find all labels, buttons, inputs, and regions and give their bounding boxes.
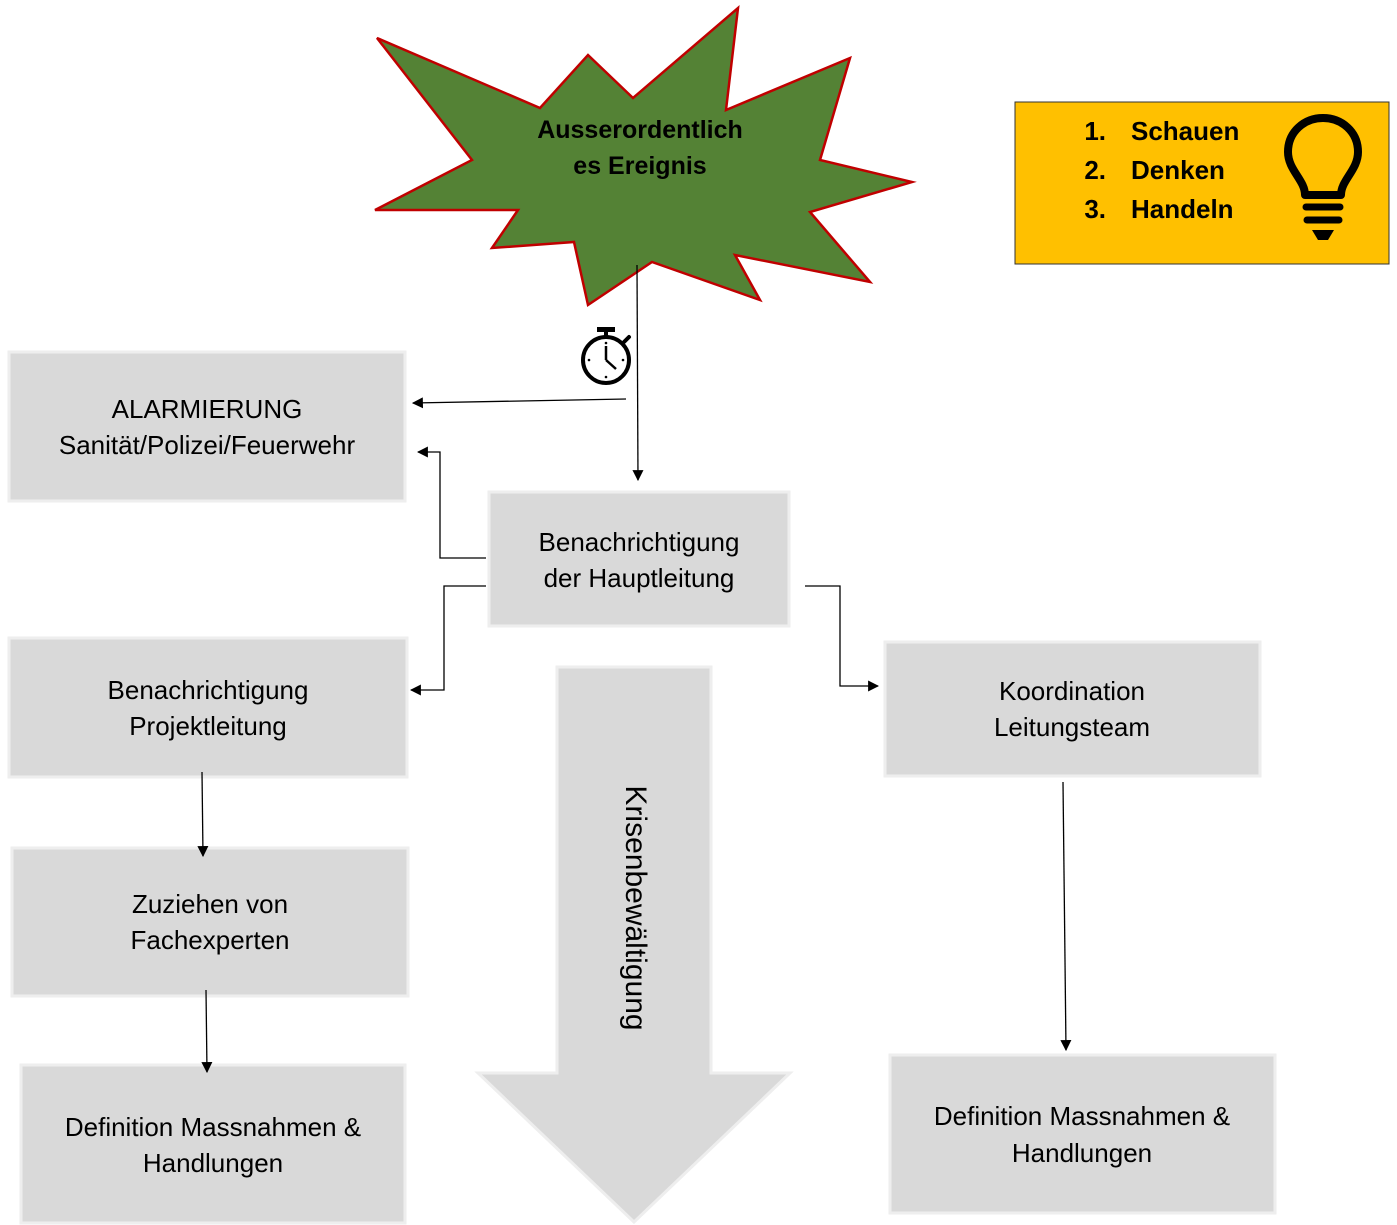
connector-event-to-main (632, 264, 644, 482)
connector-main-to-alarm (416, 446, 486, 559)
connectors (197, 264, 1072, 1074)
measures-left-box-line2: Handlungen (143, 1148, 283, 1178)
event-label-line2: es Ereignis (573, 152, 706, 180)
measures-right-box-line1: Definition Massnahmen & (934, 1101, 1230, 1131)
alarm-box-line2: Sanität/Polizei/Feuerwehr (59, 430, 356, 460)
project-notify-box: Benachrichtigung Projektleitung (7, 636, 409, 779)
tips-item-3-number: 3. (1084, 194, 1106, 224)
experts-box-line2: Fachexperten (131, 925, 290, 955)
coordination-box-line1: Koordination (999, 676, 1145, 706)
crisis-arrow: Krisenbewältigung (474, 665, 794, 1225)
connector-project-to-experts (197, 771, 209, 858)
tips-item-1-number: 1. (1084, 116, 1106, 146)
coordination-box-line2: Leitungsteam (994, 712, 1150, 742)
alarm-box: ALARMIERUNG Sanität/Polizei/Feuerwehr (7, 350, 407, 503)
lightbulb-icon (1284, 114, 1362, 240)
connector-main-to-coordination (805, 585, 880, 692)
event-label-line1: Ausserordentlich (537, 116, 743, 144)
measures-left-box-line1: Definition Massnahmen & (65, 1112, 361, 1142)
connector-coordination-to-measures (1060, 781, 1072, 1052)
tips-item-1-text: Schauen (1131, 116, 1239, 146)
measures-right-box: Definition Massnahmen & Handlungen (888, 1053, 1277, 1215)
event-star: Ausserordentlich es Ereignis (374, 4, 917, 308)
project-notify-box-line2: Projektleitung (129, 711, 287, 741)
main-notify-box: Benachrichtigung der Hauptleitung (487, 490, 791, 628)
main-notify-box-line1: Benachrichtigung (539, 527, 740, 557)
stopwatch-icon (581, 327, 631, 385)
project-notify-box-line1: Benachrichtigung (108, 675, 309, 705)
crisis-arrow-label: Krisenbewältigung (619, 785, 652, 1030)
tips-item-2-number: 2. (1084, 155, 1106, 185)
coordination-box: Koordination Leitungsteam (883, 640, 1262, 778)
measures-left-box: Definition Massnahmen & Handlungen (19, 1063, 407, 1225)
event-star-shape (374, 4, 917, 308)
main-notify-box-line2: der Hauptleitung (544, 563, 735, 593)
connector-main-to-project (409, 585, 486, 696)
connector-experts-to-measures (201, 989, 213, 1074)
alarm-box-line1: ALARMIERUNG (112, 394, 303, 424)
tips-item-3-text: Handeln (1131, 194, 1234, 224)
experts-box: Zuziehen von Fachexperten (10, 846, 410, 998)
connector-event-to-alarm (411, 397, 627, 409)
measures-right-box-line2: Handlungen (1012, 1138, 1152, 1168)
experts-box-line1: Zuziehen von (132, 889, 288, 919)
crisis-arrow-shape (474, 665, 794, 1225)
tips-box: 1. Schauen 2. Denken 3. Handeln (1014, 101, 1390, 265)
tips-item-2-text: Denken (1131, 155, 1225, 185)
